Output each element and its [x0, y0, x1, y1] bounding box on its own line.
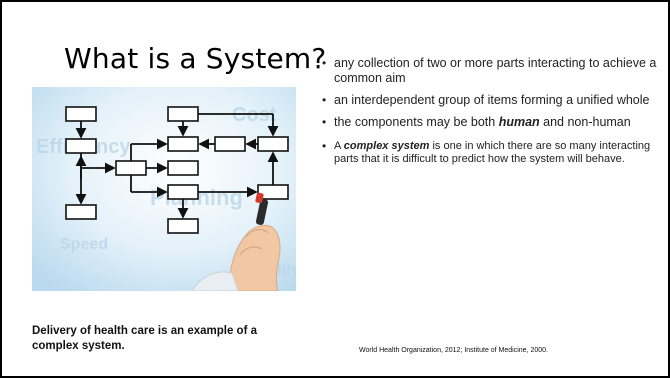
flow-box: [167, 184, 199, 200]
flow-box: [257, 136, 289, 152]
bullet-item: • the components may be both human and n…: [320, 115, 660, 130]
bullet-text: A: [334, 140, 344, 152]
bullet-item: • any collection of two or more parts in…: [320, 56, 660, 86]
flow-box: [65, 138, 97, 154]
bullet-text: the components may be both: [334, 115, 499, 129]
slide-title: What is a System?: [64, 42, 327, 75]
bullet-item: • an interdependent group of items formi…: [320, 93, 660, 108]
flow-box: [167, 106, 199, 122]
bullet-dot-icon: •: [322, 93, 327, 107]
bullet-dot-icon: •: [322, 56, 327, 70]
system-diagram-image: Efficiency Cost Planning Speed Quality: [32, 87, 296, 291]
flow-box: [65, 106, 97, 122]
footer-note: Delivery of health care is an example of…: [32, 325, 257, 352]
bullet-dot-icon: •: [322, 115, 327, 129]
flow-box: [214, 136, 246, 152]
emphasis-complex-system: complex system: [343, 140, 430, 152]
bullet-dot-icon: •: [322, 139, 327, 153]
hand-with-marker: [191, 192, 281, 291]
flow-box: [167, 160, 199, 176]
flow-box: [167, 218, 199, 234]
citation: World Health Organization, 2012; Institu…: [359, 347, 548, 354]
emphasis-human: human: [498, 115, 540, 129]
bullet-list: • any collection of two or more parts in…: [320, 56, 660, 173]
bullet-text: is one in which there are so many intera…: [334, 140, 651, 165]
bullet-text: and non-human: [539, 115, 631, 129]
flowchart-illustration: Efficiency Cost Planning Speed Quality: [32, 87, 296, 291]
bullet-item-complex-system: • A complex system is one in which there…: [320, 140, 660, 166]
watermark-word: Speed: [60, 236, 108, 253]
flow-box: [167, 136, 199, 152]
flow-box: [115, 160, 147, 176]
bullet-text: an interdependent group of items forming…: [334, 93, 650, 107]
bullet-text: any collection of two or more parts inte…: [334, 56, 657, 85]
flow-box: [65, 204, 97, 220]
watermark-word: Cost: [232, 104, 277, 126]
